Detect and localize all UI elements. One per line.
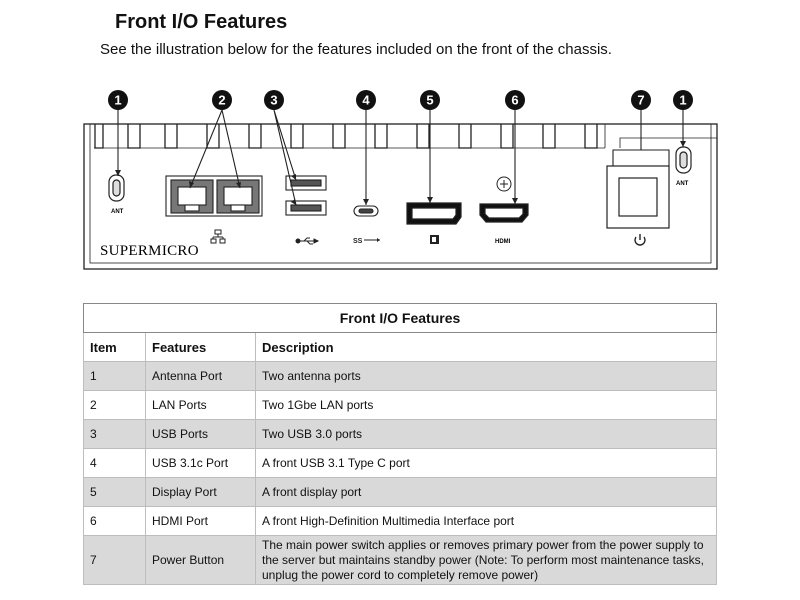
cell-description: Two 1Gbe LAN ports: [255, 390, 717, 420]
chassis-front-illustration: ANT SS: [83, 90, 718, 270]
cell-feature: USB Ports: [145, 419, 256, 449]
displayport-icon: [430, 235, 439, 244]
hdmi-screw-icon: [496, 176, 512, 192]
cell-feature: Antenna Port: [145, 361, 256, 391]
table-row: 3 USB Ports Two USB 3.0 ports: [83, 419, 717, 449]
cell-item: 3: [83, 419, 146, 449]
cell-description: The main power switch applies or removes…: [255, 535, 717, 585]
svg-text:2: 2: [218, 93, 225, 108]
hdmi-port: [479, 203, 529, 223]
callout-badge: 6: [505, 90, 525, 110]
callout-leader-lines: [117, 109, 684, 206]
cell-description: A front USB 3.1 Type C port: [255, 448, 717, 478]
svg-text:1: 1: [114, 93, 121, 108]
svg-text:3: 3: [270, 93, 277, 108]
usb-icon: [295, 237, 320, 245]
table-header-row: Item Features Description: [83, 332, 717, 362]
cell-item: 1: [83, 361, 146, 391]
cell-feature: Power Button: [145, 535, 256, 585]
displayport-port: [406, 202, 462, 225]
power-button: [606, 165, 670, 229]
cell-item: 6: [83, 506, 146, 536]
svg-text:4: 4: [362, 93, 370, 108]
cell-feature: LAN Ports: [145, 390, 256, 420]
usb-type-c-port: [353, 205, 379, 217]
antenna-port-right: [675, 146, 692, 174]
cell-item: 4: [83, 448, 146, 478]
table-caption: Front I/O Features: [83, 303, 717, 333]
callout-badge: 2: [212, 90, 232, 110]
cell-item: 2: [83, 390, 146, 420]
cell-feature: Display Port: [145, 477, 256, 507]
table-row: 2 LAN Ports Two 1Gbe LAN ports: [83, 390, 717, 420]
callout-badge: 1: [108, 90, 128, 110]
lan-ports: [165, 175, 263, 217]
header-features: Features: [145, 332, 256, 362]
header-description: Description: [255, 332, 717, 362]
callout-badge: 5: [420, 90, 440, 110]
power-icon: [634, 234, 646, 246]
cell-feature: HDMI Port: [145, 506, 256, 536]
antenna-port-left: [108, 174, 125, 202]
intro-text: See the illustration below for the featu…: [100, 41, 612, 58]
cell-description: Two antenna ports: [255, 361, 717, 391]
lan-network-icon: [210, 229, 226, 244]
cell-description: A front High-Definition Multimedia Inter…: [255, 506, 717, 536]
table-row: 7 Power Button The main power switch app…: [83, 535, 717, 585]
cell-feature: USB 3.1c Port: [145, 448, 256, 478]
callout-badge: 3: [264, 90, 284, 110]
table-row: 1 Antenna Port Two antenna ports: [83, 361, 717, 391]
callout-badge: 4: [356, 90, 376, 110]
ant-left-label: ANT: [111, 209, 124, 215]
svg-text:SS: SS: [353, 238, 363, 245]
header-item: Item: [83, 332, 146, 362]
features-table: Front I/O Features Item Features Descrip…: [83, 303, 717, 585]
brand-logo: SUPERMICRO: [100, 243, 199, 259]
table-row: 4 USB 3.1c Port A front USB 3.1 Type C p…: [83, 448, 717, 478]
svg-text:7: 7: [637, 93, 644, 108]
cell-item: 7: [83, 535, 146, 585]
cell-description: A front display port: [255, 477, 717, 507]
table-row: 6 HDMI Port A front High-Definition Mult…: [83, 506, 717, 536]
svg-text:5: 5: [426, 93, 433, 108]
callout-badge: 1: [673, 90, 693, 110]
ant-right-label: ANT: [676, 181, 689, 187]
table-row: 5 Display Port A front display port: [83, 477, 717, 507]
page-title: Front I/O Features: [115, 11, 288, 33]
usb3-superspeed-icon: SS: [353, 238, 380, 245]
cell-item: 5: [83, 477, 146, 507]
svg-text:6: 6: [511, 93, 518, 108]
cell-description: Two USB 3.0 ports: [255, 419, 717, 449]
callout-badge: 7: [631, 90, 651, 110]
hdmi-label: HDMI: [495, 239, 511, 245]
svg-text:1: 1: [679, 93, 686, 108]
